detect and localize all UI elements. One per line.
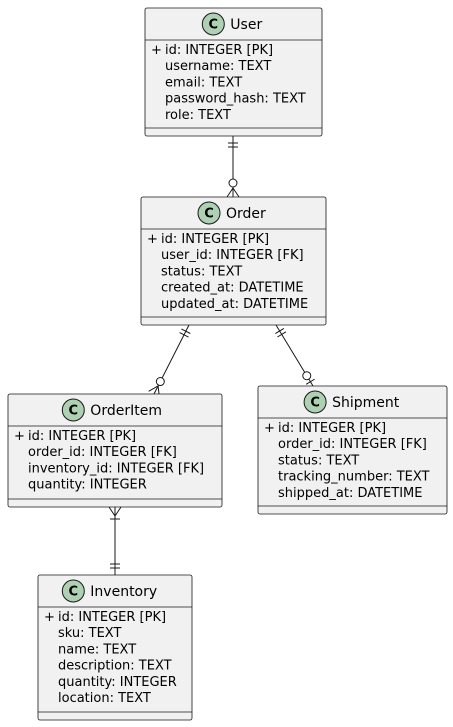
- attribute: tracking_number: TEXT: [278, 470, 430, 485]
- class-icon-letter: C: [69, 404, 79, 419]
- class-shipment[interactable]: Shipment C +id: INTEGER [PK]order_id: INTE…: [257, 385, 448, 515]
- attribute: user_id: INTEGER [FK]: [161, 248, 304, 263]
- attribute: id: INTEGER [PK]: [278, 421, 386, 436]
- relation-user-order[interactable]: [226, 136, 240, 198]
- attribute: id: INTEGER [PK]: [165, 43, 273, 58]
- attribute: username: TEXT: [165, 59, 271, 74]
- relations-layer: [108, 136, 315, 575]
- crows-foot: [226, 187, 234, 198]
- class-inventory[interactable]: Inventory C +id: INTEGER [PK]sku: TEXTname…: [37, 574, 193, 721]
- class-user[interactable]: User C +id: INTEGER [PK]username: TEXTemai…: [144, 7, 323, 137]
- class-icon: [303, 390, 327, 414]
- visibility-marker: +: [151, 43, 162, 58]
- visibility-marker: +: [14, 429, 25, 444]
- cardinality-tick: [277, 331, 287, 338]
- attribute: name: TEXT: [58, 642, 136, 657]
- attribute: sku: TEXT: [58, 626, 121, 641]
- class-box: [7, 393, 223, 508]
- attribute: updated_at: DATETIME: [161, 297, 308, 312]
- class-order[interactable]: Order C +id: INTEGER [PK]user_id: INTEGER …: [140, 196, 327, 326]
- relation-order-shipment[interactable]: [275, 324, 315, 387]
- attribute: id: INTEGER [PK]: [58, 610, 166, 625]
- class-icon-letter: C: [209, 18, 219, 33]
- class-name: Inventory: [90, 584, 157, 600]
- attribute: id: INTEGER [PK]: [28, 429, 136, 444]
- class-name: User: [230, 17, 262, 33]
- attribute: id: INTEGER [PK]: [161, 232, 269, 247]
- attribute: quantity: INTEGER: [58, 675, 177, 690]
- class-icon: [61, 579, 85, 603]
- class-icon: [197, 201, 221, 225]
- attribute: status: TEXT: [161, 264, 242, 279]
- attribute: shipped_at: DATETIME: [278, 486, 422, 501]
- class-icon: [201, 12, 225, 36]
- attribute: quantity: INTEGER: [28, 478, 147, 493]
- class-icon-letter: C: [310, 396, 320, 411]
- crows-foot: [232, 187, 240, 198]
- attribute: role: TEXT: [165, 108, 231, 123]
- attribute: description: TEXT: [58, 659, 172, 674]
- zero-circle: [228, 178, 238, 188]
- attribute: created_at: DATETIME: [161, 281, 304, 296]
- class-icon: [61, 398, 85, 422]
- zero-circle: [155, 377, 165, 387]
- relation-orderitem-inventory[interactable]: [108, 506, 122, 575]
- attribute: order_id: INTEGER [FK]: [278, 437, 427, 452]
- cardinality-tick: [179, 332, 189, 338]
- crows-foot: [108, 506, 116, 517]
- class-box: [37, 574, 193, 721]
- crows-foot: [114, 506, 122, 517]
- visibility-marker: +: [44, 610, 55, 625]
- class-icon-letter: C: [204, 207, 214, 222]
- attribute: order_id: INTEGER [FK]: [28, 445, 177, 460]
- visibility-marker: +: [147, 232, 158, 247]
- class-orderitem[interactable]: OrderItem C +id: INTEGER [PK]order_id: INT…: [7, 393, 223, 508]
- visibility-marker: +: [264, 421, 275, 436]
- cardinality-tick: [181, 328, 191, 334]
- cardinality-tick: [275, 327, 285, 335]
- class-name: OrderItem: [90, 403, 162, 419]
- attribute: inventory_id: INTEGER [FK]: [28, 461, 204, 476]
- class-name: Order: [226, 206, 266, 222]
- relation-order-orderitem[interactable]: [148, 324, 191, 397]
- attribute: status: TEXT: [278, 453, 359, 468]
- crows-foot: [148, 385, 159, 392]
- zero-circle: [302, 371, 312, 381]
- attribute: password_hash: TEXT: [165, 92, 306, 107]
- class-name: Shipment: [332, 395, 400, 411]
- attribute: location: TEXT: [58, 691, 151, 706]
- attribute: email: TEXT: [165, 75, 242, 90]
- class-icon-letter: C: [69, 585, 79, 600]
- cardinality-tick: [305, 378, 315, 385]
